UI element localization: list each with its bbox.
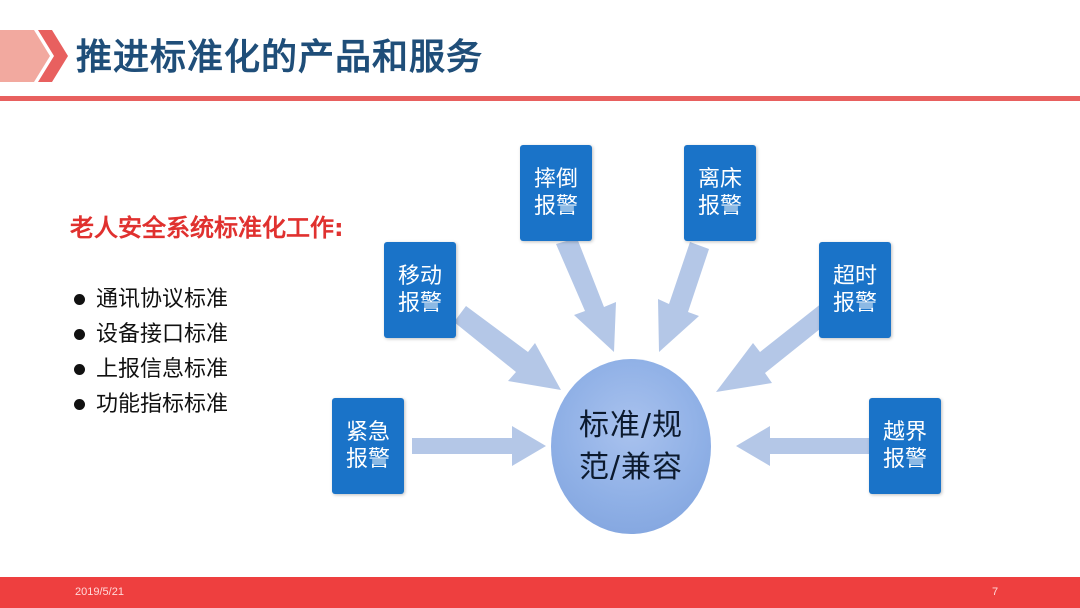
page-title: 推进标准化的产品和服务 <box>76 37 484 78</box>
list-item: 通讯协议标准 <box>74 282 228 317</box>
box-label-line1: 越界 <box>882 420 927 445</box>
circle-label-line1: 标准/规 <box>578 407 684 443</box>
boundary-alarm-box: 越界 报警 <box>869 398 941 494</box>
bullet-icon <box>74 364 85 375</box>
box-label-line2: 报警 <box>882 447 927 472</box>
arrow-boundary <box>736 426 870 466</box>
list-item: 功能指标标准 <box>74 387 228 422</box>
arrow-fall <box>556 238 616 352</box>
move-alarm-box: 移动 报警 <box>384 242 456 338</box>
arrow-move <box>454 306 561 390</box>
list-item-label: 上报信息标准 <box>96 357 229 382</box>
box-label-line2: 报警 <box>345 447 390 472</box>
arrow-leave-bed <box>658 242 709 352</box>
standards-list: 通讯协议标准 设备接口标准 上报信息标准 功能指标标准 <box>74 282 228 422</box>
title-divider <box>0 96 1080 101</box>
box-label-line1: 超时 <box>832 264 877 289</box>
page-number: 7 <box>992 586 999 598</box>
list-item: 设备接口标准 <box>74 317 228 352</box>
list-item-label: 功能指标标准 <box>96 392 229 417</box>
bullet-icon <box>74 294 85 305</box>
header-chevron-icon <box>0 30 68 82</box>
box-label-line1: 紧急 <box>345 420 390 445</box>
list-item: 上报信息标准 <box>74 352 228 387</box>
box-label-line1: 移动 <box>397 264 442 289</box>
list-item-label: 通讯协议标准 <box>96 287 229 312</box>
bullet-icon <box>74 329 85 340</box>
circle-label-line2: 范/兼容 <box>578 449 684 485</box>
box-label-line2: 报警 <box>697 194 742 219</box>
box-label-line2: 报警 <box>533 194 578 219</box>
timeout-alarm-box: 超时 报警 <box>819 242 891 338</box>
box-label-line2: 报警 <box>397 291 442 316</box>
arrow-emergency <box>412 426 546 466</box>
bullet-icon <box>74 399 85 410</box>
leave-bed-alarm-box: 离床 报警 <box>684 145 756 241</box>
section-subtitle: 老人安全系统标准化工作: <box>70 214 344 242</box>
emergency-alarm-box: 紧急 报警 <box>332 398 404 494</box>
arrow-timeout <box>716 303 830 392</box>
footer-date: 2019/5/21 <box>75 586 124 598</box>
footer-bar <box>0 577 1080 608</box>
box-label-line2: 报警 <box>832 291 877 316</box>
box-label-line1: 离床 <box>697 167 742 192</box>
standard-compat-circle: 标准/规 范/兼容 <box>551 359 711 534</box>
box-label-line1: 摔倒 <box>533 167 578 192</box>
fall-alarm-box: 摔倒 报警 <box>520 145 592 241</box>
list-item-label: 设备接口标准 <box>96 322 229 347</box>
